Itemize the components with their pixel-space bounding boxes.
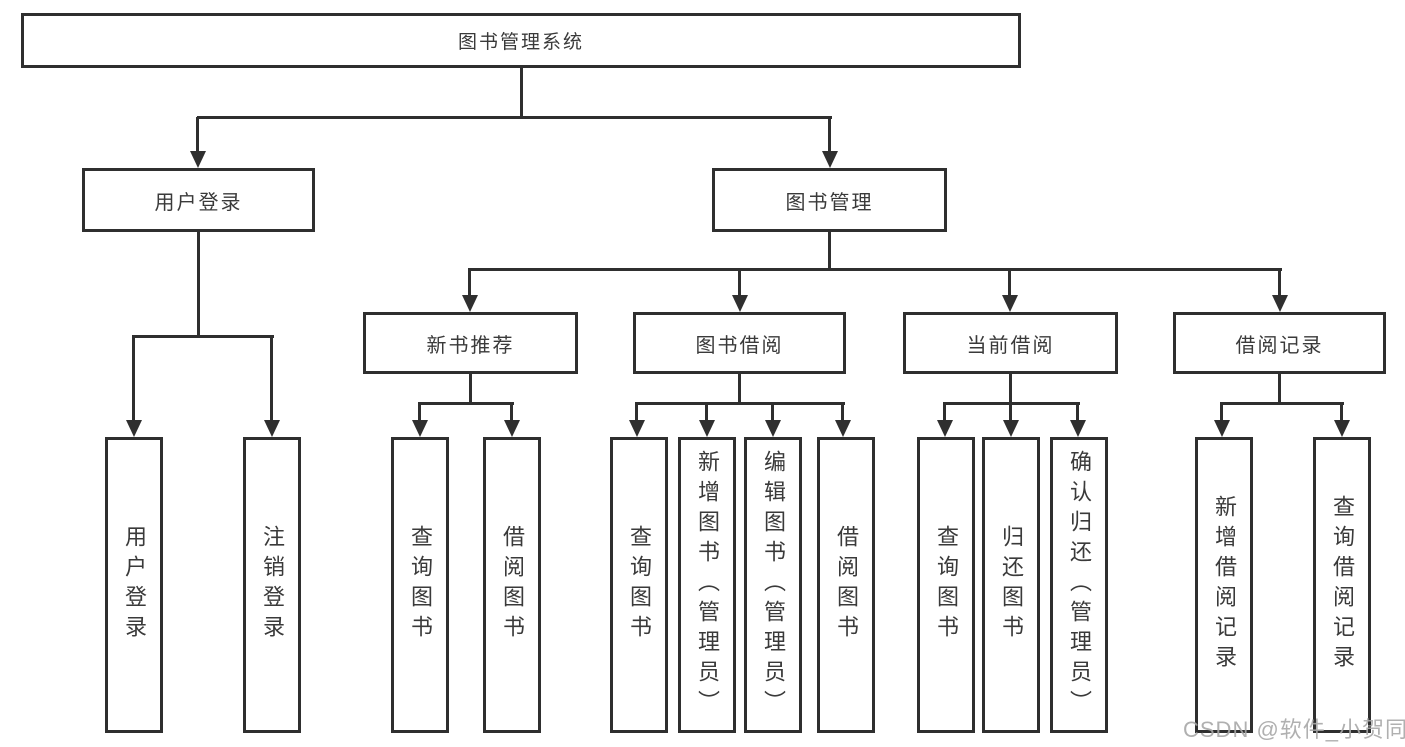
connector-borrow-rail [635,402,845,405]
arrow-to-cb-query [937,420,953,437]
connector-drop-book-management [828,117,831,153]
arrow-to-current-borrow [1002,295,1018,312]
connector-drop-logout-leaf [270,336,273,422]
leaf-cb-query-books: 查询图书 [917,437,975,733]
csdn-watermark: CSDN @软件_小贺同学 [1183,717,1405,742]
leaf-nb-borrow-books: 借阅图书 [483,437,541,733]
connector-drop-login-leaf [132,336,135,422]
connector-records-rail [1220,402,1344,405]
arrow-to-rec-add [1214,420,1230,437]
connector-drop-borrow-records [1278,269,1281,297]
leaf-cb-confirm-return-admin: 确认归还（管理员） [1050,437,1108,733]
leaf-rec-query-record: 查询借阅记录 [1313,437,1371,733]
node-new-book-recommend: 新书推荐 [363,312,578,374]
connector-drop-book-borrow [738,269,741,297]
connector-user-login-stem [197,232,200,337]
arrow-to-bb-borrow [835,420,851,437]
arrow-to-borrow-records [1272,295,1288,312]
node-current-borrow: 当前借阅 [903,312,1118,374]
leaf-bb-edit-books-admin: 编辑图书（管理员） [744,437,802,733]
arrow-to-bb-query [629,420,645,437]
connector-drop-rec-query [1340,403,1343,422]
connector-drop-user-login [196,117,199,153]
leaf-logout: 注销登录 [243,437,301,733]
arrow-to-new-book [462,295,478,312]
node-book-borrow: 图书借阅 [633,312,846,374]
leaf-rec-add-record: 新增借阅记录 [1195,437,1253,733]
arrow-to-bb-edit [765,420,781,437]
arrow-to-logout-leaf [264,420,280,437]
connector-new-book-rail [418,402,514,405]
connector-drop-cb-return [1009,403,1012,422]
leaf-bb-borrow-books: 借阅图书 [817,437,875,733]
node-library-management-system: 图书管理系统 [21,13,1021,68]
connector-drop-current-borrow [1008,269,1011,297]
leaf-cb-return-books: 归还图书 [982,437,1040,733]
node-user-login-group: 用户登录 [82,168,315,232]
leaf-user-login: 用户登录 [105,437,163,733]
connector-new-book-stem [469,374,472,405]
connector-root-stem [520,68,523,119]
connector-drop-cb-confirm [1076,403,1079,422]
leaf-bb-add-books-admin: 新增图书（管理员） [678,437,736,733]
arrow-to-login-leaf [126,420,142,437]
node-borrow-records: 借阅记录 [1173,312,1386,374]
connector-drop-nb-borrow [510,403,513,422]
connector-drop-bb-query [635,403,638,422]
connector-drop-nb-query [418,403,421,422]
connector-borrow-stem [738,374,741,405]
arrow-to-cb-confirm [1070,420,1086,437]
connector-drop-cb-query [943,403,946,422]
connector-drop-rec-add [1220,403,1223,422]
arrow-to-rec-query [1334,420,1350,437]
leaf-bb-query-books: 查询图书 [610,437,668,733]
connector-book-mgmt-rail [468,268,1282,271]
connector-drop-bb-borrow [841,403,844,422]
arrow-to-nb-borrow [504,420,520,437]
arrow-to-book-management [822,151,838,168]
connector-root-rail [197,116,832,119]
connector-user-login-rail [132,335,274,338]
arrow-to-user-login [190,151,206,168]
arrow-to-bb-add [699,420,715,437]
connector-book-mgmt-stem [828,232,831,271]
leaf-nb-query-books: 查询图书 [391,437,449,733]
node-book-management-group: 图书管理 [712,168,947,232]
connector-current-stem [1009,374,1012,405]
arrow-to-book-borrow [732,295,748,312]
connector-records-stem [1278,374,1281,405]
connector-drop-new-book [468,269,471,297]
arrow-to-cb-return [1003,420,1019,437]
arrow-to-nb-query [412,420,428,437]
connector-drop-bb-add [705,403,708,422]
connector-drop-bb-edit [771,403,774,422]
